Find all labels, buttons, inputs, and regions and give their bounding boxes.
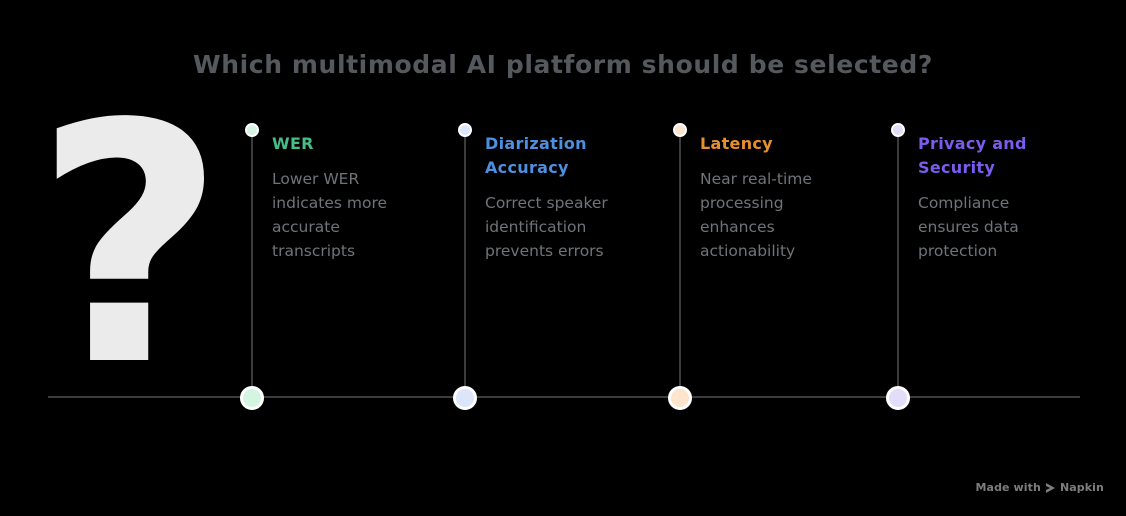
- milestone-top-dot-icon: [458, 123, 472, 137]
- milestone-connector-line: [679, 132, 681, 402]
- milestone-description: Near real-time processing enhances actio…: [700, 170, 812, 260]
- napkin-watermark: Made with Napkin: [976, 481, 1105, 494]
- milestone-top-dot-icon: [673, 123, 687, 137]
- watermark-brand: Napkin: [1059, 481, 1104, 494]
- napkin-play-logo-icon: [1045, 482, 1055, 493]
- milestone-1[interactable]: WER Lower WER indicates more accurate tra…: [240, 118, 490, 418]
- milestone-description: Lower WER indicates more accurate transc…: [272, 170, 388, 260]
- milestone-heading: Privacy and Security: [918, 134, 1027, 177]
- milestone-baseline-dot-icon[interactable]: [240, 386, 264, 410]
- milestone-baseline-dot-icon[interactable]: [453, 386, 477, 410]
- milestone-top-dot-icon: [891, 123, 905, 137]
- milestone-heading: Diarization Accuracy: [485, 134, 587, 177]
- milestone-text-block: WER Lower WER indicates more accurate tra…: [272, 132, 472, 263]
- milestone-baseline-dot-icon[interactable]: [668, 386, 692, 410]
- milestone-description: Correct speaker identification prevents …: [485, 194, 608, 260]
- milestone-connector-line: [897, 132, 899, 402]
- timeline-baseline: [48, 396, 1080, 398]
- milestone-baseline-dot-icon[interactable]: [886, 386, 910, 410]
- milestone-connector-line: [464, 132, 466, 402]
- milestone-description: Compliance ensures data protection: [918, 194, 1019, 260]
- page-title: Which multimodal AI platform should be s…: [193, 50, 933, 79]
- milestone-top-dot-icon: [245, 123, 259, 137]
- milestone-connector-line: [251, 132, 253, 402]
- milestone-heading: WER: [272, 134, 314, 153]
- milestone-heading: Latency: [700, 134, 773, 153]
- question-mark-icon: ?: [34, 54, 226, 438]
- watermark-prefix: Made with: [975, 481, 1041, 494]
